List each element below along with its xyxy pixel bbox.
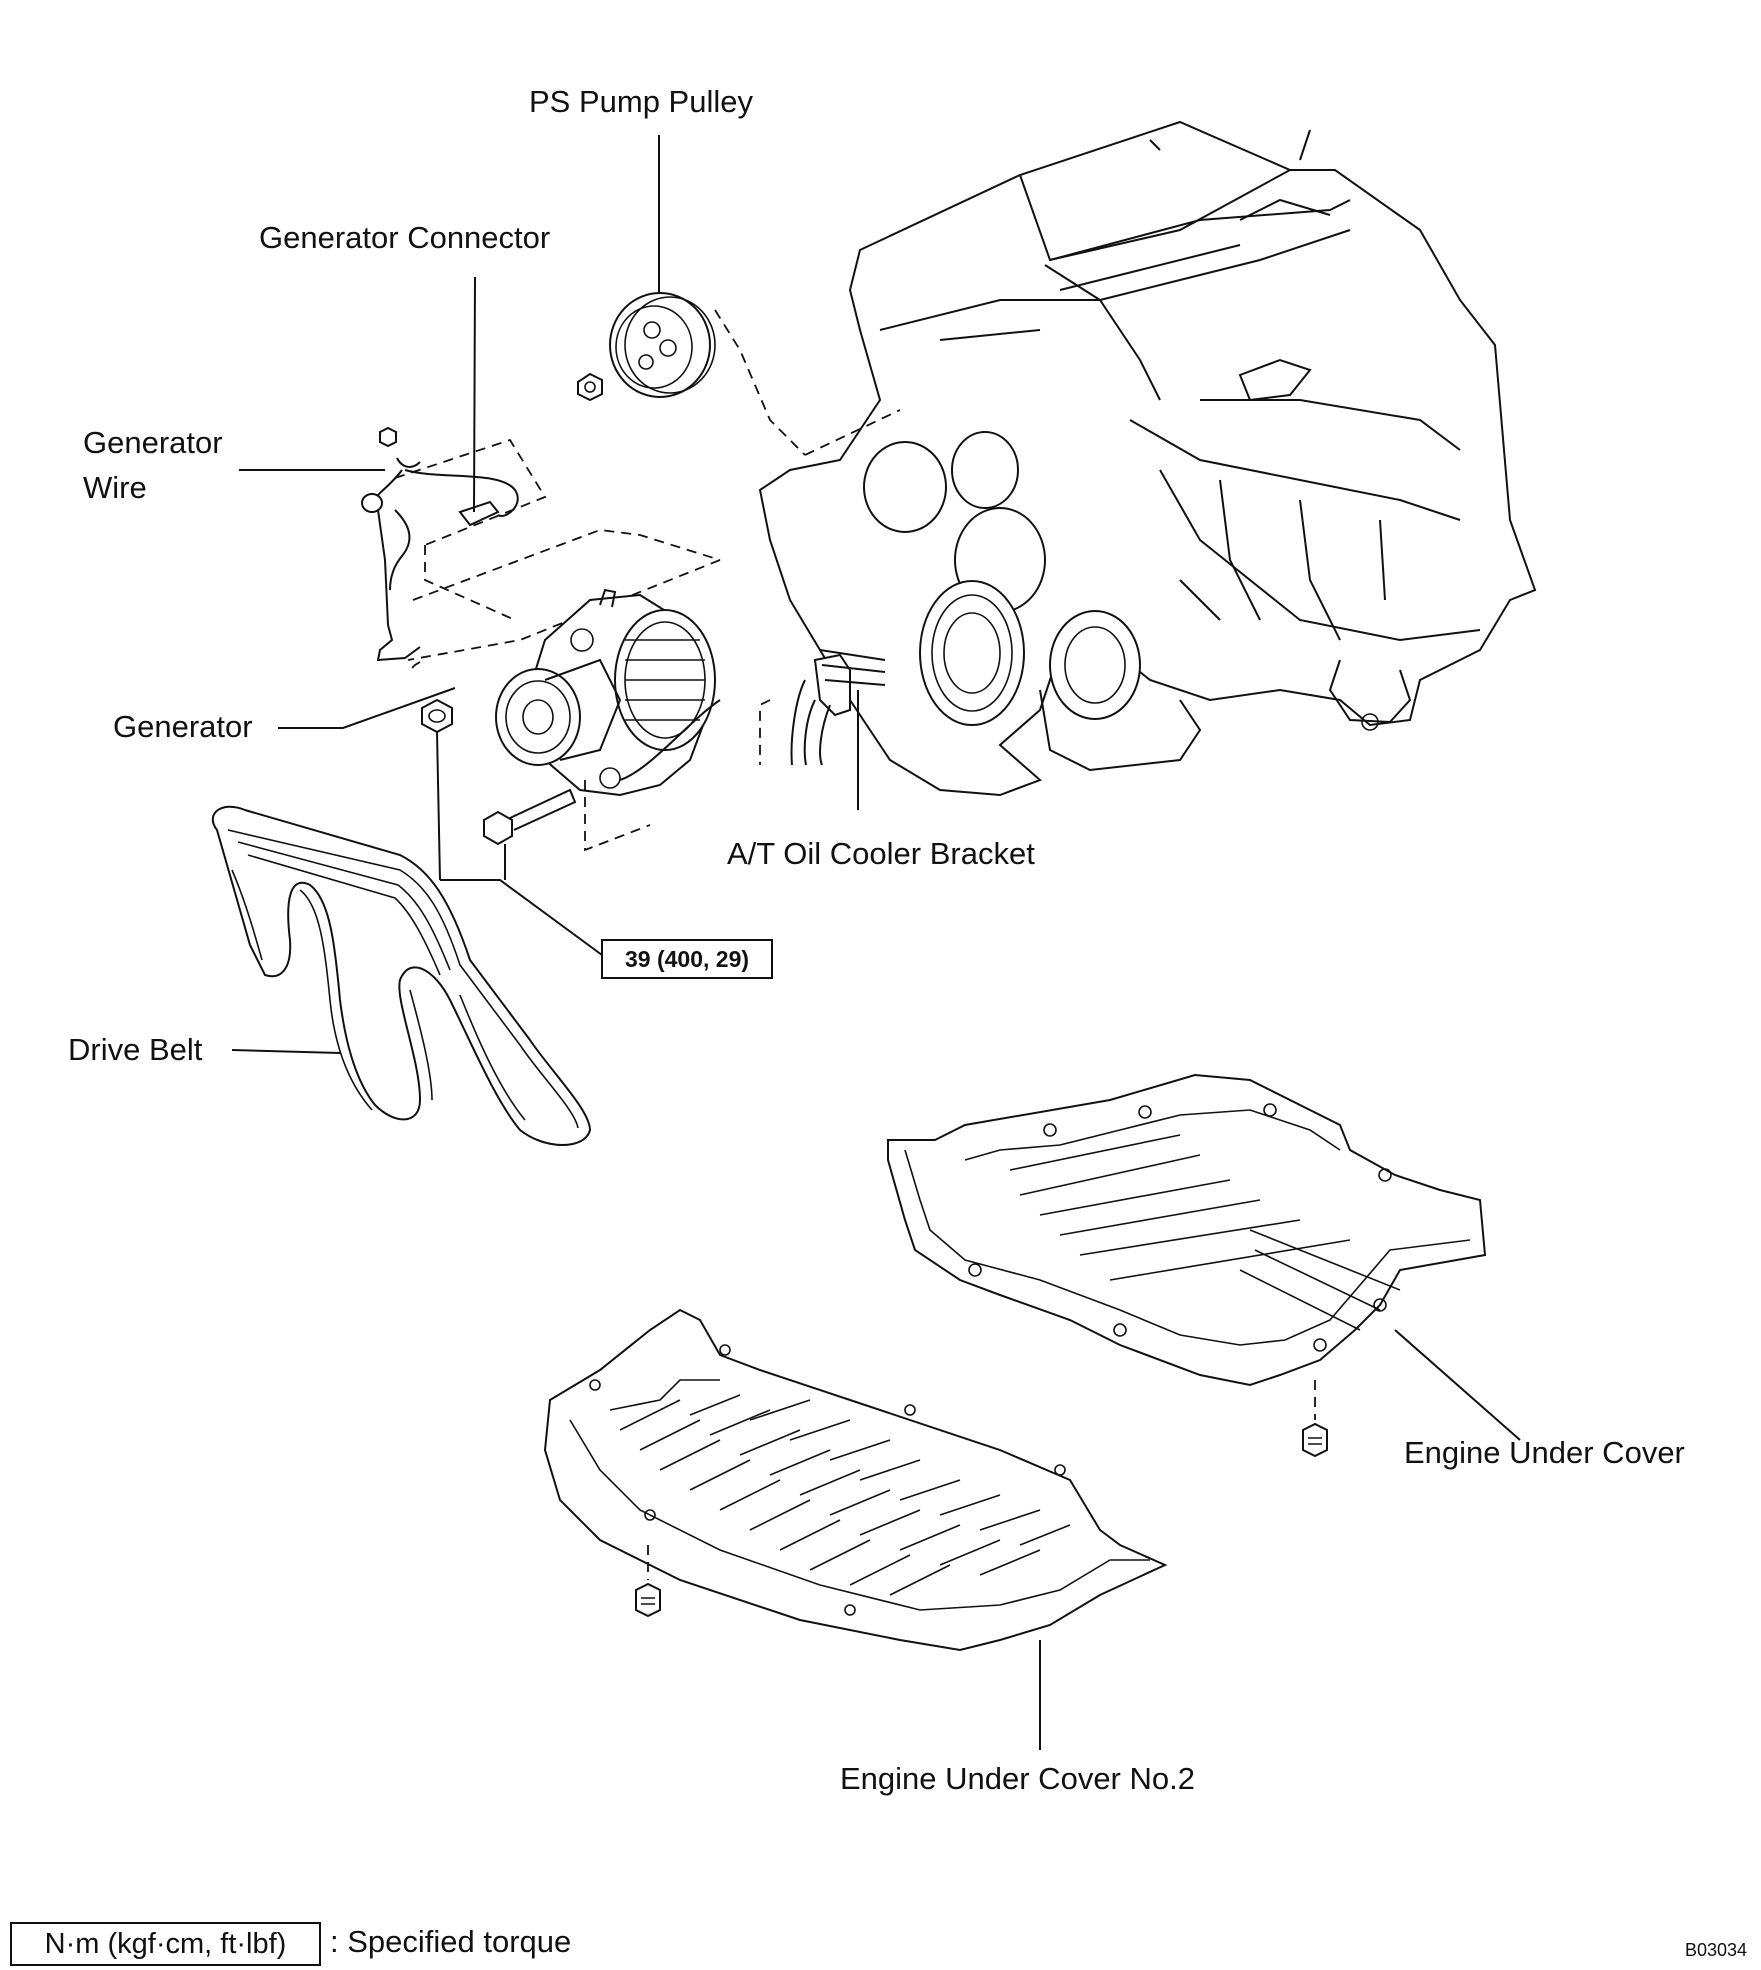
- label-engine-under-cover-no2: Engine Under Cover No.2: [840, 1761, 1195, 1796]
- label-generator-connector: Generator Connector: [259, 220, 551, 255]
- label-engine-under-cover: Engine Under Cover: [1404, 1435, 1685, 1470]
- label-generator: Generator: [113, 709, 253, 744]
- generator-illustration: [495, 588, 721, 797]
- legend-description: : Specified torque: [330, 1924, 572, 1959]
- generator-bolts-illustration: [421, 698, 651, 956]
- label-ps-pump-pulley: PS Pump Pulley: [529, 84, 753, 119]
- at-oil-cooler-bracket-illustration: [759, 649, 886, 810]
- label-drive-belt: Drive Belt: [68, 1032, 203, 1067]
- engine-illustration: [758, 120, 1537, 797]
- figure-code: B03034: [1685, 1940, 1748, 1960]
- torque-spec-box: 39 (400, 29): [601, 939, 773, 979]
- generator-wire-illustration: [361, 276, 721, 671]
- drive-belt-illustration: [211, 805, 592, 1146]
- ps-pump-pulley-illustration: [577, 135, 901, 456]
- legend-units-box: N·m (kgf·cm, ft·lbf): [10, 1922, 321, 1966]
- engine-under-cover-no2-illustration: [543, 1308, 1168, 1750]
- cover-ribs: [619, 1394, 1071, 1596]
- engine-under-cover-illustration: [887, 1073, 1521, 1458]
- label-at-oil-cooler-bracket: A/T Oil Cooler Bracket: [727, 836, 1035, 871]
- leader-lines: [239, 469, 456, 729]
- label-generator-wire: Generator Wire: [83, 425, 223, 505]
